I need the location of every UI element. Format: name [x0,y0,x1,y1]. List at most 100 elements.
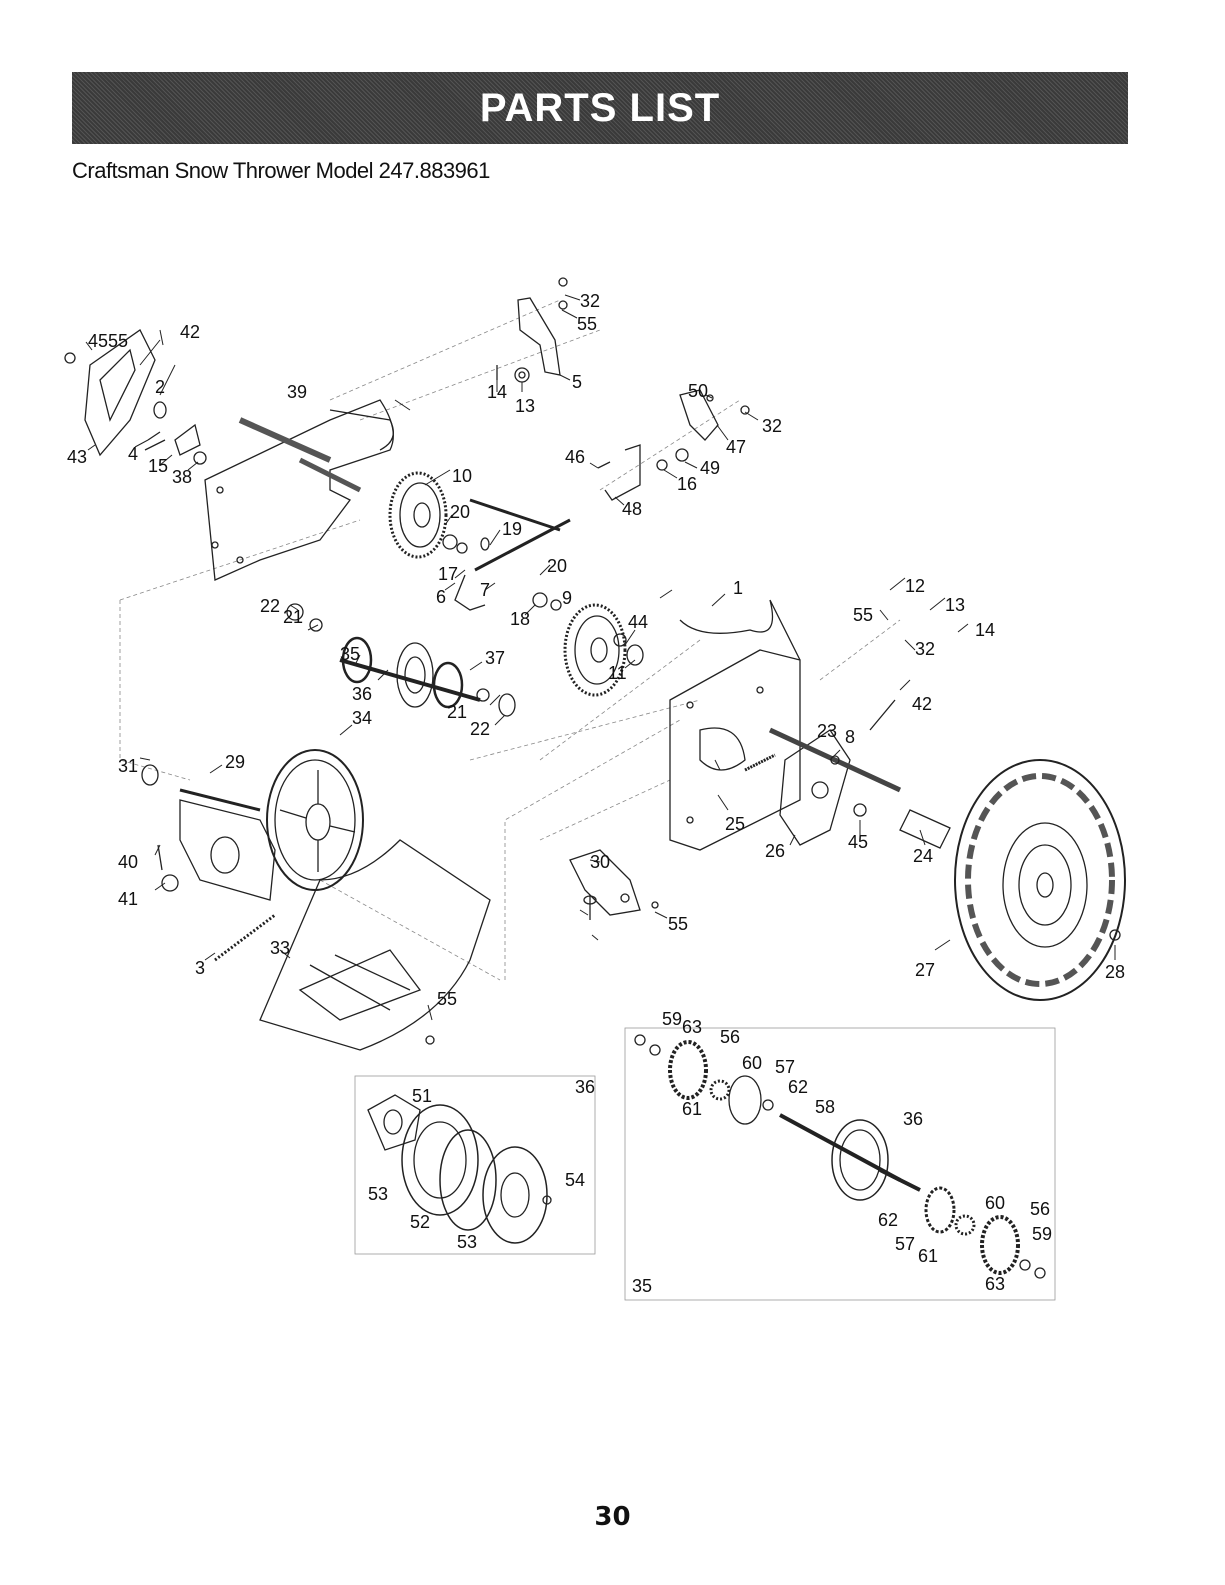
callout-42b: 42 [912,694,932,714]
callout-47: 47 [726,437,746,457]
callout-43: 43 [67,447,87,467]
callout-21: 21 [283,607,303,627]
lever-bracket [569,849,659,920]
callout-55: 55 [108,331,128,351]
callout-36: 36 [352,684,372,704]
side-cover [64,329,207,465]
callout-13b: 13 [515,396,535,416]
callout-34: 34 [352,708,372,728]
callout-23: 23 [817,721,837,741]
callout-56b: 56 [1030,1199,1050,1219]
inset-36-label: 36 [575,1077,595,1097]
page-number: 30 [594,1502,631,1532]
callout-7: 7 [480,580,490,600]
callout-20: 20 [450,502,470,522]
callout-63b: 63 [985,1274,1005,1294]
callout-26: 26 [765,841,785,861]
callout-17: 17 [438,564,458,584]
callout-22: 22 [260,596,280,616]
callout-25: 25 [725,814,745,834]
callout-60: 60 [742,1053,762,1073]
upper-bracket [496,277,568,383]
callout-16: 16 [677,474,697,494]
callout-3: 3 [195,958,205,978]
callout-28: 28 [1105,962,1125,982]
callout-57b: 57 [895,1234,915,1254]
callout-29: 29 [225,752,245,772]
page-title: PARTS LIST [479,85,721,130]
callout-4: 4 [128,444,138,464]
callout-5: 5 [572,372,582,392]
drive-shaft-assembly [286,498,644,717]
right-gear-housing [669,599,867,851]
callout-19: 19 [502,519,522,539]
callout-30: 30 [590,852,610,872]
callout-33: 33 [270,938,290,958]
callout-18: 18 [510,609,530,629]
inset-box-35 [624,1027,1056,1301]
callout-38: 38 [172,467,192,487]
callout-24: 24 [913,846,933,866]
callout-32c: 32 [915,639,935,659]
leader-lines [85,294,1116,1021]
callout-49: 49 [700,458,720,478]
callout-44: 44 [628,612,648,632]
callout-52: 52 [410,1212,430,1232]
callout-62: 62 [788,1077,808,1097]
callout-labels: 9 1 2 3 4 5 6 7 8 10 11 12 13 14 13 14 1… [67,291,1125,1296]
model-subtitle: Craftsman Snow Thrower Model 247.883961 [72,158,490,183]
callout-55b: 55 [577,314,597,334]
callout-56: 56 [720,1027,740,1047]
callout-14b: 14 [487,382,507,402]
callout-36b: 36 [903,1109,923,1129]
callout-61b: 61 [918,1246,938,1266]
callout-54: 54 [565,1170,585,1190]
callout-57: 57 [775,1057,795,1077]
callout-32b: 32 [762,416,782,436]
shift-shaft [454,518,571,611]
callout-53: 53 [368,1184,388,1204]
callout-58: 58 [815,1097,835,1117]
callout-63: 63 [682,1017,702,1037]
assembly-lines [119,299,901,981]
inset-35-label: 35 [632,1276,652,1296]
callout-27: 27 [915,960,935,980]
shift-bracket [597,389,750,501]
callout-2: 2 [155,377,165,397]
callout-55d: 55 [668,914,688,934]
callout-41: 41 [118,889,138,909]
large-gear-lower [563,603,627,697]
callout-53b: 53 [457,1232,477,1252]
callout-13: 13 [945,595,965,615]
callout-31: 31 [118,756,138,776]
callout-45b: 45 [848,832,868,852]
callout-39: 39 [287,382,307,402]
callout-20b: 20 [547,556,567,576]
parts-list-banner: PARTS LIST [72,72,1128,144]
wheel-tire [954,759,1126,1001]
axle [768,699,951,849]
bottom-cover [259,839,491,1051]
callout-32: 32 [580,291,600,311]
callout-37: 37 [485,648,505,668]
callout-55e: 55 [437,989,457,1009]
callout-12: 12 [905,576,925,596]
callout-59: 59 [662,1009,682,1029]
callout-6: 6 [436,587,446,607]
pulley [266,749,364,891]
callout-8: 8 [845,727,855,747]
idler-bracket [141,764,276,962]
callout-48: 48 [622,499,642,519]
callout-40: 40 [118,852,138,872]
callout-46: 46 [565,447,585,467]
callout-11: 11 [608,663,627,683]
callout-10: 10 [452,466,472,486]
callout-50: 50 [688,381,708,401]
inset-box-36 [354,1075,596,1255]
callout-35: 35 [340,644,360,664]
large-gear-upper [388,471,448,559]
callout-21b: 21 [447,702,467,722]
callout-1: 1 [733,578,743,598]
callout-15: 15 [148,456,168,476]
